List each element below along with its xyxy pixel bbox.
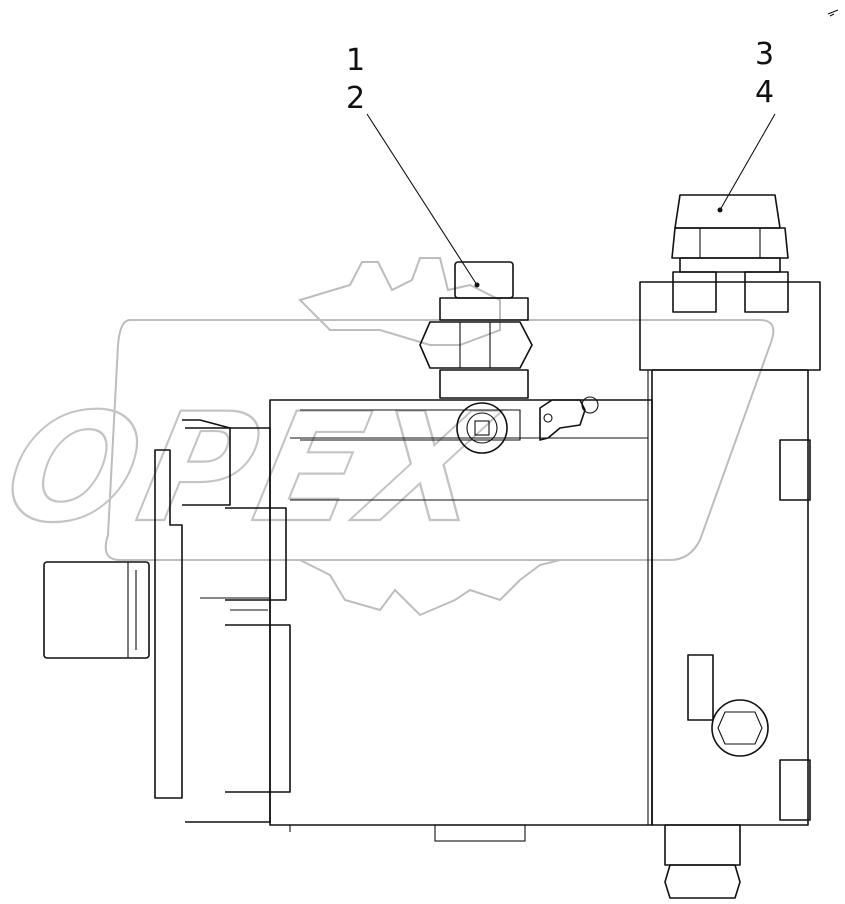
leader-line-1-2: [366, 113, 478, 286]
watermark-gear-icon: [298, 257, 501, 346]
corner-mark: [827, 9, 839, 17]
leader-line-3-4: [719, 113, 776, 211]
watermark-gear-lower-icon: [299, 559, 561, 617]
callout-2: 2: [346, 81, 365, 116]
watermark-brand: OPEX: [0, 381, 510, 556]
callouts: 1 2 3 4: [346, 37, 774, 116]
pump-housing: [269, 370, 653, 842]
control-block: [639, 194, 821, 899]
callout-1: 1: [346, 43, 365, 78]
callout-3: 3: [755, 37, 774, 72]
lifting-lug: [539, 396, 599, 441]
callout-4: 4: [755, 75, 774, 110]
watermark: OPEX: [0, 257, 775, 617]
leader-lines: [366, 113, 776, 286]
top-port-fitting: [419, 261, 533, 454]
watermark-badge-shape: [104, 319, 775, 561]
